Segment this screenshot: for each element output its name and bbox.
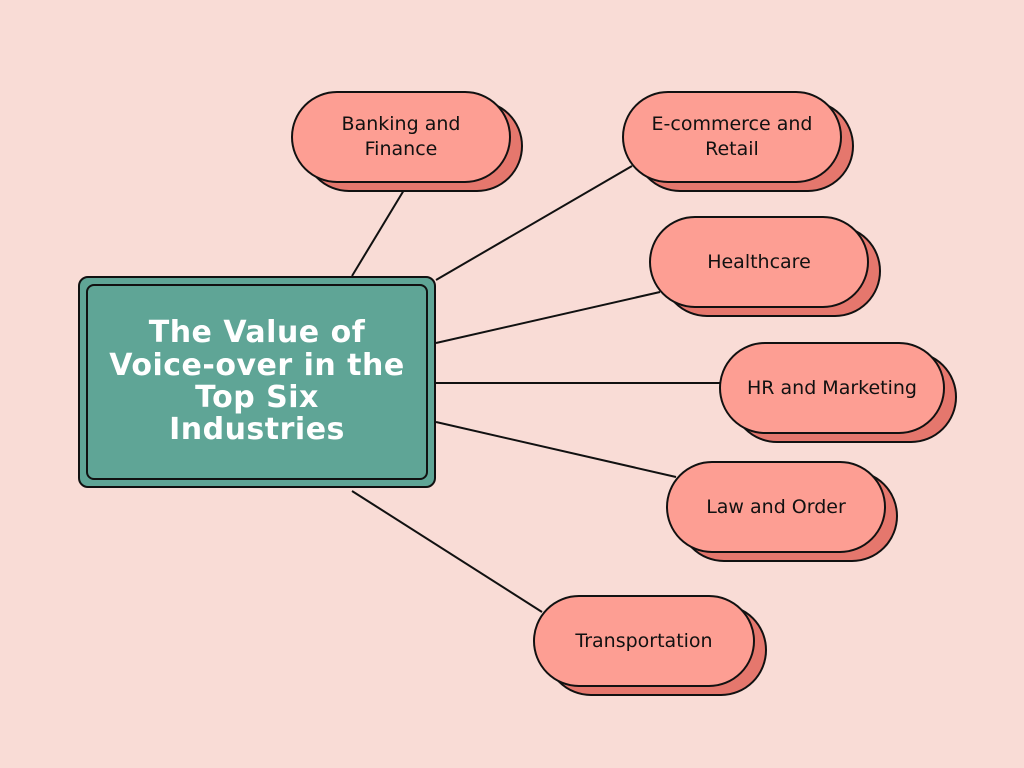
node-hr-and-marketing: HR and Marketing xyxy=(719,342,957,443)
connector-banking xyxy=(351,189,405,277)
node-label-transport: Transportation xyxy=(575,629,713,652)
connector-law xyxy=(435,421,677,478)
node-label-banking: Banking and Finance xyxy=(341,113,461,160)
central-topic-title: The Value of Voice-over in the Top Six I… xyxy=(109,315,405,448)
node-healthcare: Healthcare xyxy=(649,216,881,317)
node-label-hr: HR and Marketing xyxy=(746,376,917,399)
node-law-and-order: Law and Order xyxy=(666,461,898,562)
connector-healthcare xyxy=(435,291,661,344)
node-pill: Transportation xyxy=(533,595,755,687)
node-pill: Law and Order xyxy=(666,461,886,553)
central-topic-inner-frame: The Value of Voice-over in the Top Six I… xyxy=(86,284,428,480)
node-transportation: Transportation xyxy=(533,595,767,696)
node-label-ecommerce: E-commerce and Retail xyxy=(651,113,813,160)
node-pill: HR and Marketing xyxy=(719,342,945,434)
node-pill: Banking and Finance xyxy=(291,91,511,183)
node-banking-and-finance: Banking and Finance xyxy=(291,91,523,192)
central-topic-box: The Value of Voice-over in the Top Six I… xyxy=(78,276,436,488)
node-label-law: Law and Order xyxy=(706,495,846,518)
node-label-healthcare: Healthcare xyxy=(707,250,811,273)
node-ecommerce-and-retail: E-commerce and Retail xyxy=(622,91,854,192)
connector-ecommerce xyxy=(435,165,633,281)
node-pill: E-commerce and Retail xyxy=(622,91,842,183)
connector-transport xyxy=(351,490,543,613)
node-pill: Healthcare xyxy=(649,216,869,308)
